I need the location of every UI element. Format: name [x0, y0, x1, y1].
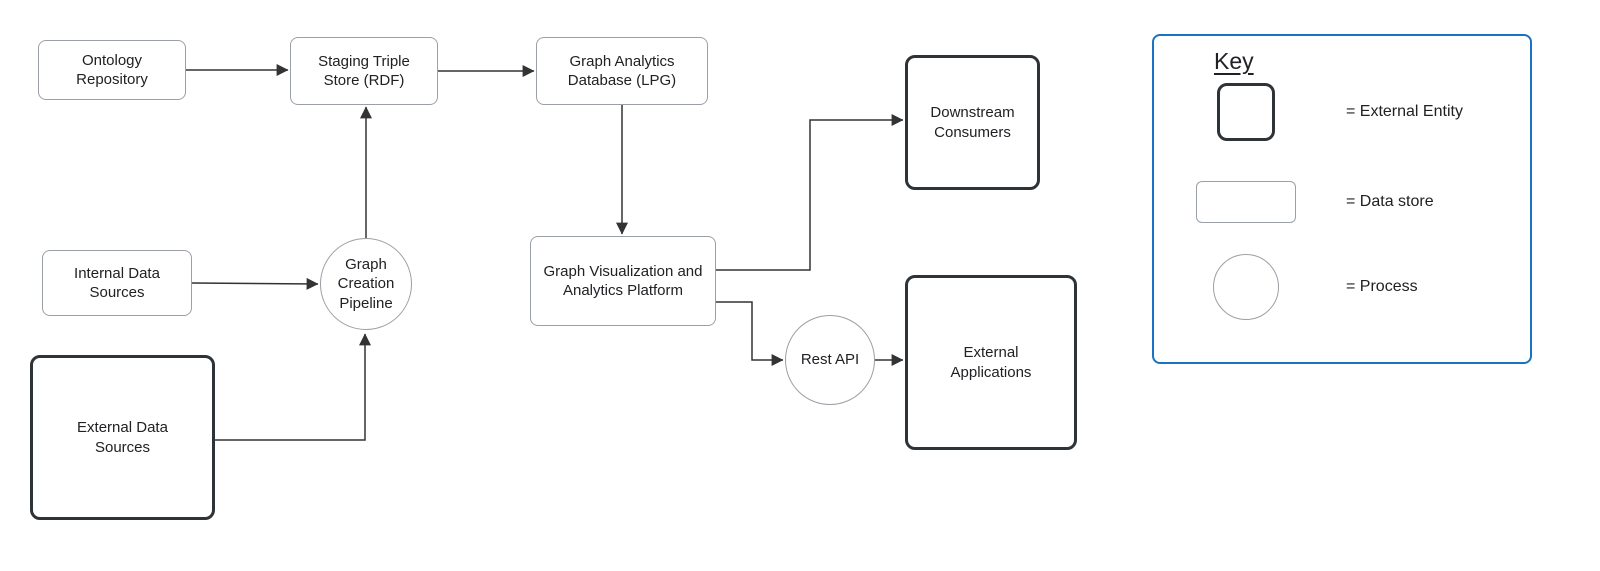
- node-label-graph-viz-platform: Graph Visualization and Analytics Platfo…: [543, 262, 703, 300]
- node-graph-analytics-db: Graph Analytics Database (LPG): [536, 37, 708, 105]
- node-label-ontology-repository: Ontology Repository: [76, 51, 148, 89]
- key-title: Key: [1214, 48, 1254, 74]
- node-label-graph-creation-pipeline: Graph Creation Pipeline: [337, 255, 395, 312]
- node-label-rest-api: Rest API: [800, 351, 860, 369]
- node-label-staging-triple-store: Staging Triple Store (RDF): [318, 52, 410, 90]
- edge-internal-to-pipeline: [191, 277, 319, 290]
- node-rest-api: Rest API: [785, 315, 875, 405]
- key-label-external-entity: = External Entity: [1346, 103, 1463, 120]
- node-graph-creation-pipeline: Graph Creation Pipeline: [320, 238, 412, 330]
- node-ontology-repository: Ontology Repository: [38, 40, 186, 100]
- key-label-process: = Process: [1346, 278, 1418, 295]
- node-label-internal-data-sources: Internal Data Sources: [74, 264, 160, 302]
- key-sample-cell-process: [1194, 254, 1298, 320]
- node-label-external-applications: External Applications: [950, 344, 1032, 381]
- node-staging-triple-store: Staging Triple Store (RDF): [290, 37, 438, 105]
- key-row-data-store: = Data store: [1194, 180, 1514, 224]
- node-downstream-consumers: Downstream Consumers: [905, 55, 1040, 190]
- process-shape: [1213, 254, 1279, 320]
- edge-viz-to-restapi: [716, 301, 784, 366]
- external-entity-shape: [1217, 83, 1275, 141]
- data-store-shape: [1196, 181, 1296, 223]
- node-label-external-data-sources: External Data Sources: [77, 419, 168, 456]
- node-label-graph-analytics-db: Graph Analytics Database (LPG): [567, 52, 677, 90]
- key-panel: Key = External Entity = Data store = Pro…: [1152, 34, 1532, 364]
- node-graph-viz-platform: Graph Visualization and Analytics Platfo…: [530, 236, 716, 326]
- key-row-external-entity: = External Entity: [1194, 82, 1514, 142]
- node-label-downstream-consumers: Downstream Consumers: [930, 104, 1015, 141]
- edge-viz-to-downstream: [716, 114, 904, 271]
- node-internal-data-sources: Internal Data Sources: [42, 250, 192, 316]
- key-label-data-store: = Data store: [1346, 193, 1434, 210]
- key-sample-cell-data-store: [1194, 181, 1298, 223]
- node-external-applications: External Applications: [905, 275, 1077, 450]
- edge-external-to-pipeline: [215, 333, 371, 441]
- node-external-data-sources: External Data Sources: [30, 355, 215, 520]
- key-sample-cell-external-entity: [1194, 83, 1298, 141]
- key-row-process: = Process: [1194, 252, 1514, 322]
